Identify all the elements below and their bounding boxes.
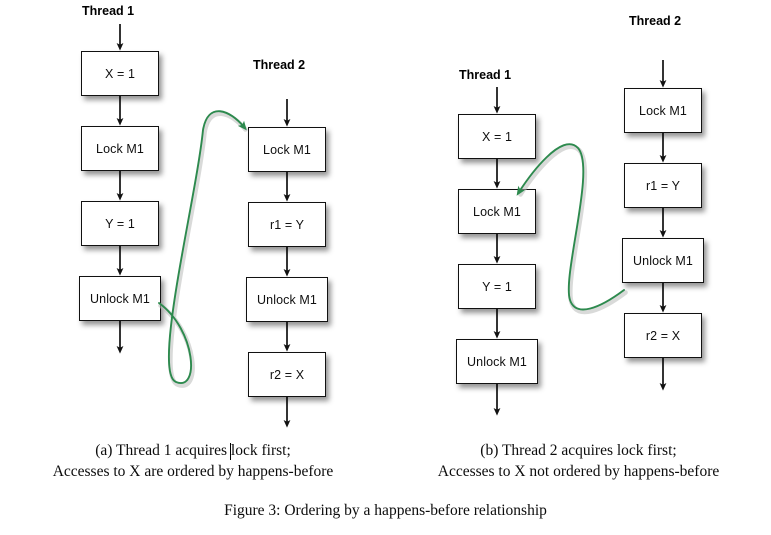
panel-b-thread2-node-1[interactable]: r1 = Y [624,163,702,208]
panel-a-thread1-node-1[interactable]: Lock M1 [81,126,159,171]
panel-a-thread1-node-0[interactable]: X = 1 [81,51,159,96]
panel-b-happens-before-curve [516,143,628,315]
panel-a-thread2-node-2[interactable]: Unlock M1 [246,277,328,322]
panel-b-thread2-title: Thread 2 [629,14,682,28]
panel-a-caption: (a) Thread 1 acquires lock first; Access… [0,440,386,482]
panel-b-caption-line2: Accesses to X not ordered by happens-bef… [437,463,720,480]
panel-b-thread1-node-0[interactable]: X = 1 [458,114,536,159]
panel-a-thread1-node-2[interactable]: Y = 1 [81,201,159,246]
panel-b-thread2-node-0[interactable]: Lock M1 [624,88,702,133]
panel-a-happens-before-curve [158,110,248,388]
panel-b-thread1-node-1[interactable]: Lock M1 [458,189,536,234]
panel-a-thread2-title: Thread 2 [253,58,306,72]
panel-a-thread1-node-3[interactable]: Unlock M1 [79,276,161,321]
panel-a-caption-line1: (a) Thread 1 acquires lock first; [95,442,291,459]
panel-a-thread1-title: Thread 1 [82,4,135,18]
panel-b-caption: (b) Thread 2 acquires lock first; Access… [386,440,771,482]
panel-b-thread1-node-3[interactable]: Unlock M1 [456,339,538,384]
panel-b-thread2-node-3[interactable]: r2 = X [624,313,702,358]
panel-a-thread2-node-1[interactable]: r1 = Y [248,202,326,247]
text-cursor [230,443,231,460]
panel-a-thread2-node-3[interactable]: r2 = X [248,352,326,397]
panel-a-thread2-node-0[interactable]: Lock M1 [248,127,326,172]
panel-b-caption-line1: (b) Thread 2 acquires lock first; [480,442,677,459]
panel-b-thread1-title: Thread 1 [459,68,512,82]
figure-caption: Figure 3: Ordering by a happens-before r… [224,502,547,519]
panel-b-thread2-node-2[interactable]: Unlock M1 [622,238,704,283]
panel-a-caption-line2: Accesses to X are ordered by happens-bef… [52,463,334,480]
panel-b-thread1-node-2[interactable]: Y = 1 [458,264,536,309]
